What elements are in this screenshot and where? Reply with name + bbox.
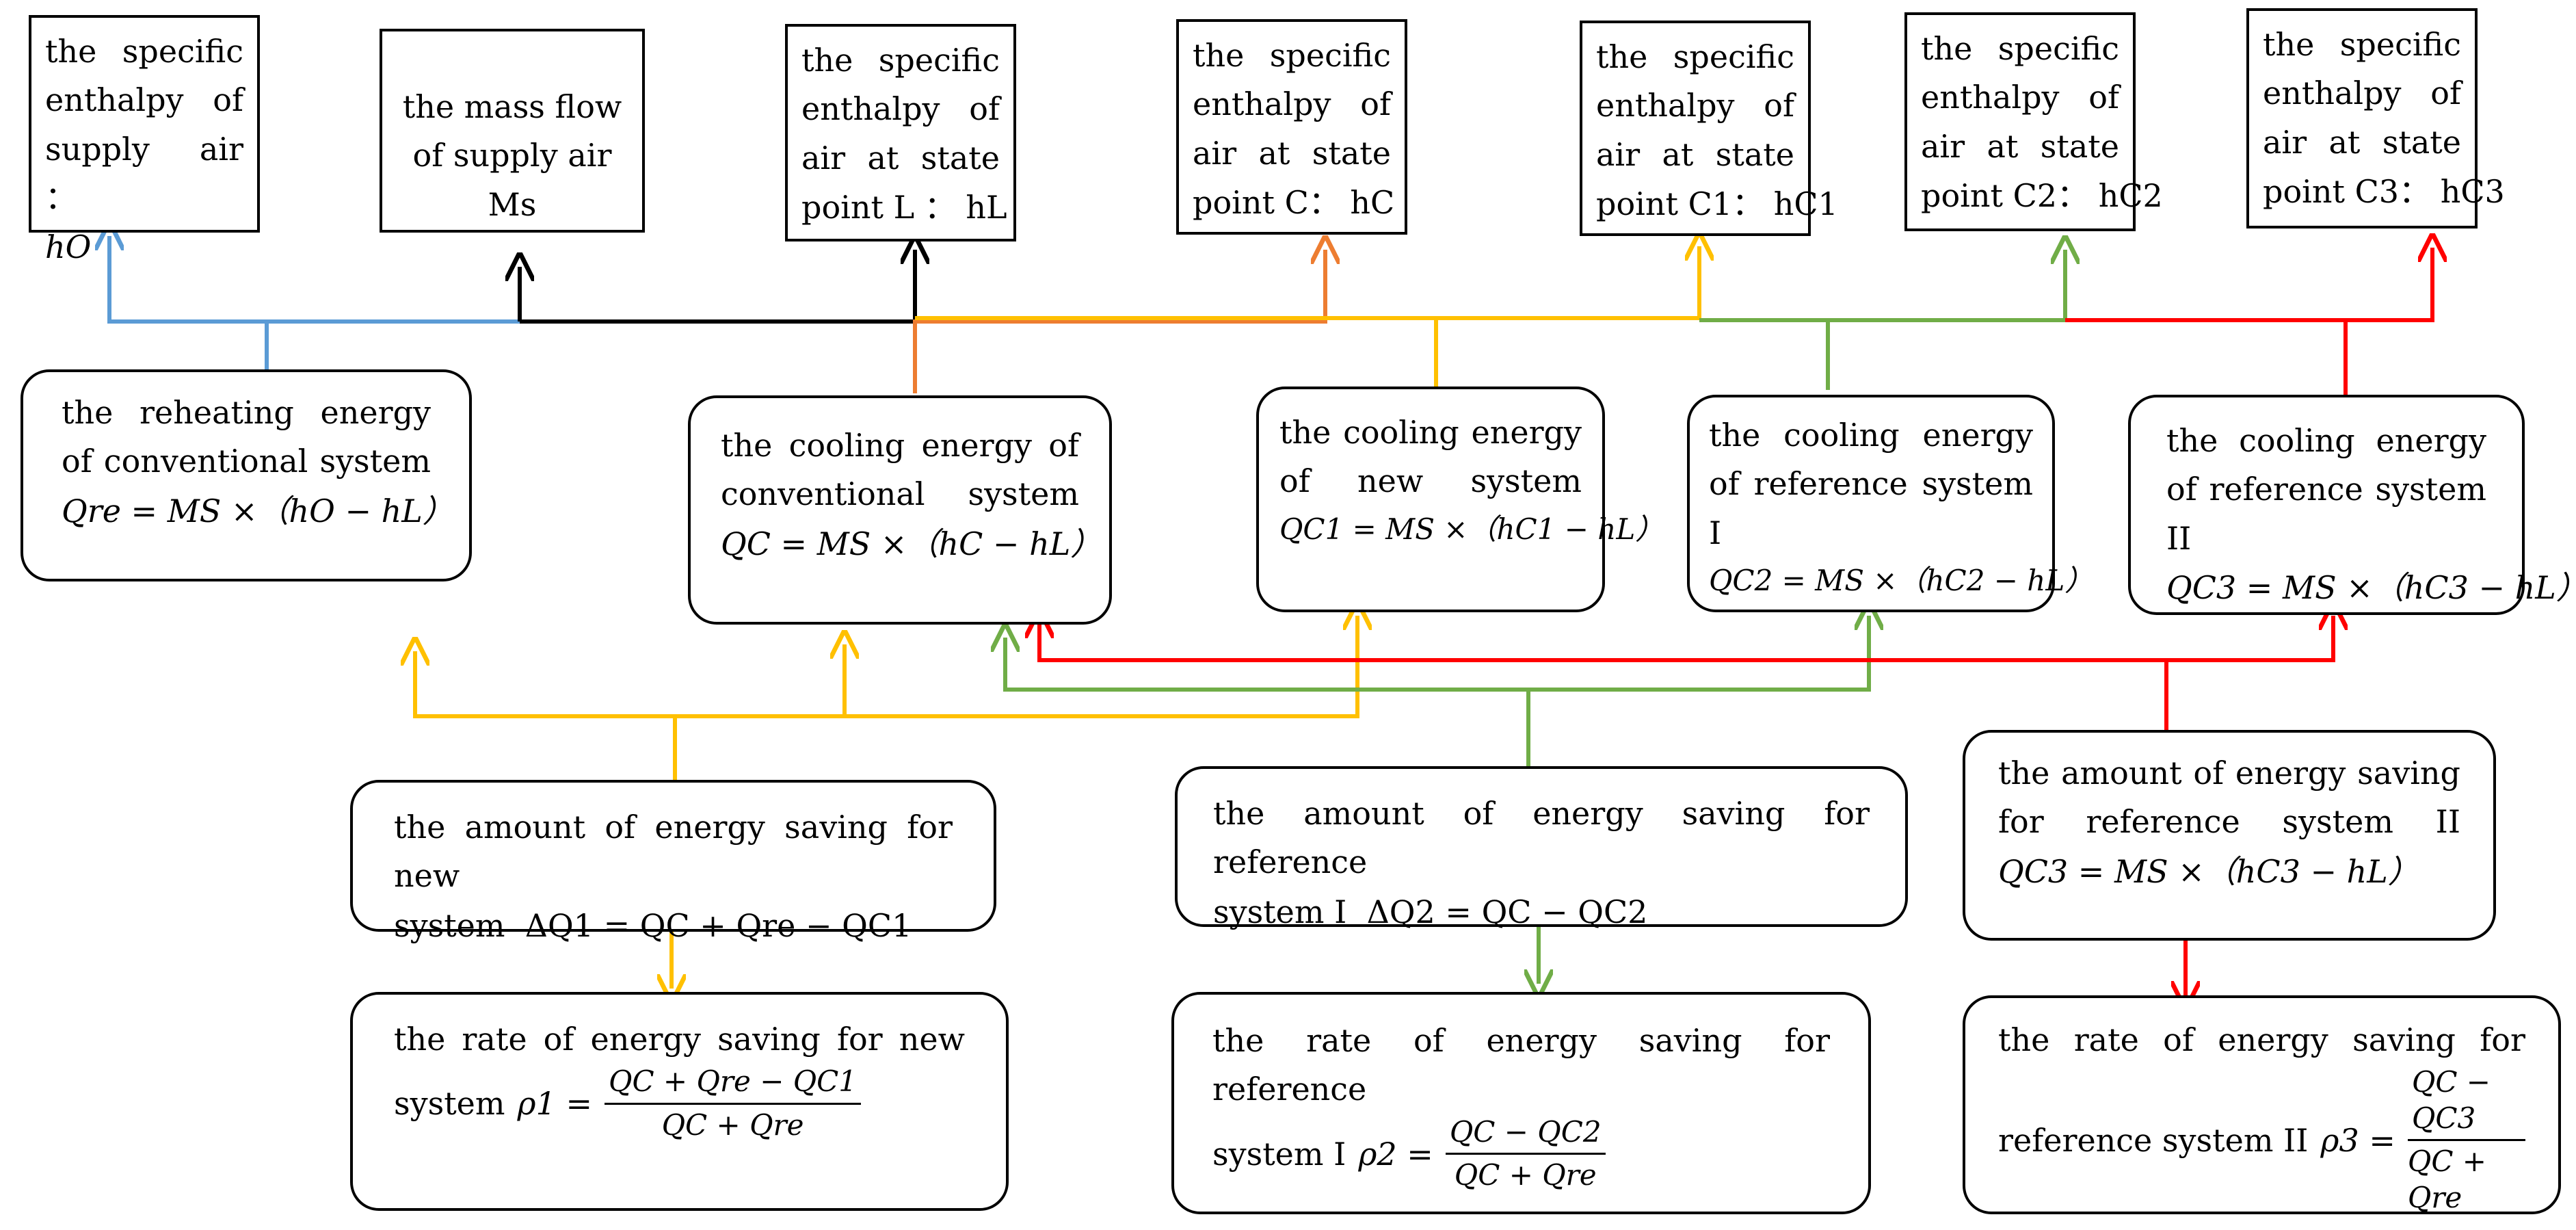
box-reheating-energy-formula: Qre = MS ×（hO − hL） (62, 492, 454, 529)
box-h-c-text: the specific enthalpy of air at state (1193, 37, 1391, 172)
box-h-c2-point: point C2： hC2 (1921, 171, 2163, 222)
box-h-c-point-label: point C： (1193, 183, 1340, 221)
box-cooling-conventional-text: the cooling energy of conventional syste… (721, 427, 1079, 513)
box-saving-ref2-text: the amount of energy saving for referenc… (1998, 755, 2460, 841)
box-rate-ref2-text: the rate of energy saving for (1998, 1021, 2525, 1058)
box-saving-ref1-line: system I ΔQ2 = QC − QC2 (1213, 887, 1870, 938)
box-h-c2-text: the specific enthalpy of air at state (1921, 30, 2119, 165)
box-h-l-symbol: hL (966, 188, 1007, 226)
box-rate-new-text: the rate of energy saving for new (394, 1021, 965, 1058)
box-saving-new-text: the amount of energy saving for new (394, 809, 953, 895)
box-cooling-new-formula: QC1 = MS ×（hC1 − hL） (1279, 512, 1664, 546)
box-h-o-symbol: hO (45, 228, 92, 266)
wire-black-l (520, 250, 915, 324)
box-rate-ref2: the rate of energy saving for reference … (1963, 995, 2561, 1214)
box-rate-ref2-fraction: QC − QC3 QC + Qre (2407, 1064, 2525, 1216)
box-mass-flow-text: the mass flow of supply air Ms (402, 88, 622, 223)
box-h-c1-point-label: point C1： (1596, 185, 1764, 222)
box-h-c3-symbol: hC3 (2440, 172, 2505, 210)
box-h-c: the specific enthalpy of air at state po… (1176, 19, 1407, 235)
box-h-c2: the specific enthalpy of air at state po… (1904, 12, 2163, 231)
box-h-c2-symbol: hC2 (2098, 176, 2163, 214)
box-cooling-ref1-formula: QC2 = MS ×（hC2 − hL） (1709, 563, 2094, 597)
box-rate-ref2-numerator: QC − QC3 (2407, 1064, 2525, 1142)
box-h-c1-text: the specific enthalpy of air at state (1596, 38, 1794, 173)
wire-green (1826, 250, 2065, 390)
box-rate-ref2-denominator: QC + Qre (2407, 1144, 2487, 1214)
wire-yellow (1434, 246, 1699, 387)
wire-yellow-b (415, 651, 677, 780)
box-cooling-conventional-formula: QC = MS ×（hC − hL） (721, 525, 1102, 562)
box-cooling-ref2: the cooling energy of reference system I… (2128, 395, 2576, 615)
box-rate-ref1-line: system I ρ2 = QC − QC2 QC + Qre (1212, 1114, 1830, 1194)
box-cooling-new-text: the cooling energy of new system (1279, 414, 1582, 500)
box-rate-ref1-text: the rate of energy saving for reference (1212, 1022, 1830, 1108)
box-rate-ref1-numerator: QC − QC2 (1445, 1114, 1606, 1155)
box-saving-new-label: system (394, 906, 505, 944)
box-rate-ref2-symbol: ρ3 = (2320, 1121, 2395, 1159)
box-h-c1-point: point C1： hC1 (1596, 179, 1838, 230)
box-cooling-ref1: the cooling energy of reference system I… (1687, 395, 2094, 612)
box-cooling-new: the cooling energy of new system QC1 = M… (1256, 387, 1664, 612)
box-reheating-energy: the reheating energy of conventional sys… (21, 369, 472, 581)
box-saving-ref1-formula: ΔQ2 = QC − QC2 (1366, 893, 1648, 930)
box-rate-new-fraction: QC + Qre − QC1 QC + Qre (605, 1064, 862, 1143)
box-rate-ref1-fraction: QC − QC2 QC + Qre (1445, 1114, 1606, 1194)
box-rate-ref1-denominator: QC + Qre (1454, 1158, 1597, 1192)
wire-red-b2 (2166, 616, 2333, 662)
box-saving-new-formula: ΔQ1 = QC + Qre − QC1 (525, 906, 912, 944)
box-h-c1-symbol: hC1 (1773, 185, 1838, 222)
box-rate-ref2-line: reference system II ρ3 = QC − QC3 QC + Q… (1998, 1064, 2525, 1216)
box-saving-ref1-label: system I (1213, 893, 1347, 930)
box-h-c2-point-label: point C2： (1921, 176, 2089, 214)
box-rate-new-label: system (394, 1085, 505, 1123)
wire-orange (913, 250, 1325, 393)
wire-yellow-b2 (675, 644, 845, 718)
wire-green-b2 (1528, 616, 1869, 692)
box-saving-ref1: the amount of energy saving for referenc… (1175, 766, 1908, 930)
box-cooling-ref1-text: the cooling energy of reference system I (1709, 417, 2033, 551)
box-h-c-point: point C： hC (1193, 178, 1395, 228)
box-rate-ref1-symbol: ρ2 = (1358, 1135, 1433, 1173)
box-h-l-point: point L ： hL (801, 183, 1007, 233)
box-saving-new: the amount of energy saving for new syst… (350, 780, 996, 944)
box-mass-flow: the mass flow of supply air Ms (380, 29, 645, 233)
box-h-l: the specific enthalpy of air at state po… (785, 24, 1016, 241)
box-rate-ref2-label: reference system II (1998, 1121, 2309, 1159)
box-cooling-ref2-text: the cooling energy of reference system I… (2166, 422, 2486, 557)
box-rate-new-line: system ρ1 = QC + Qre − QC1 QC + Qre (394, 1064, 965, 1143)
box-cooling-conventional: the cooling energy of conventional syste… (688, 395, 1112, 625)
box-rate-new-numerator: QC + Qre − QC1 (605, 1064, 862, 1105)
box-rate-new: the rate of energy saving for new system… (350, 992, 1009, 1211)
box-reheating-energy-text: the reheating energy of conventional sys… (62, 394, 431, 480)
box-h-c1: the specific enthalpy of air at state po… (1580, 21, 1838, 236)
box-h-c3: the specific enthalpy of air at state po… (2246, 8, 2505, 228)
box-rate-ref1: the rate of energy saving for reference … (1171, 992, 1871, 1214)
wire-green-b (1005, 638, 1530, 766)
wire-red (2343, 248, 2432, 397)
box-h-l-point-label: point L ： (801, 188, 956, 226)
box-cooling-ref2-formula: QC3 = MS ×（hC3 − hL） (2166, 568, 2576, 606)
box-saving-ref2: the amount of energy saving for referenc… (1963, 730, 2496, 941)
box-saving-new-line: system ΔQ1 = QC + Qre − QC1 (394, 901, 953, 952)
box-h-c3-text: the specific enthalpy of air at state (2263, 26, 2461, 161)
box-rate-new-denominator: QC + Qre (661, 1108, 804, 1142)
box-rate-ref1-label: system I (1212, 1135, 1346, 1173)
box-h-o-text: the specific enthalpy of supply air ： (45, 33, 243, 216)
box-h-l-text: the specific enthalpy of air at state (801, 42, 1000, 176)
wire-blue (109, 236, 269, 369)
box-h-o: the specific enthalpy of supply air ： hO (29, 15, 260, 265)
box-h-c3-point: point C3： hC3 (2263, 167, 2505, 218)
box-rate-new-symbol: ρ1 = (517, 1085, 593, 1123)
wire-yellow-b3 (845, 616, 1357, 718)
box-saving-ref2-formula: QC3 = MS ×（hC3 − hL） (1998, 852, 2419, 890)
box-saving-ref1-text: the amount of energy saving for referenc… (1213, 795, 1870, 881)
wire-red-b (1039, 624, 2168, 730)
box-h-c-symbol: hC (1350, 183, 1395, 221)
box-h-c3-point-label: point C3： (2263, 172, 2431, 210)
